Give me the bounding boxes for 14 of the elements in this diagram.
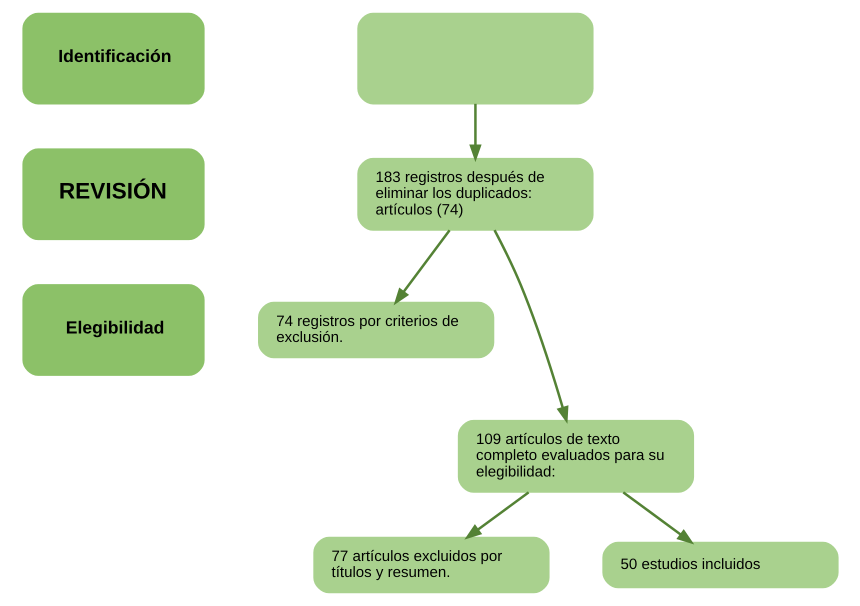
arrow [468,104,482,162]
node-box: 50 estudios incluidos [602,542,838,588]
node-box [356,12,594,104]
node-box: 77 artículos excluidos por títulos y resumen. [312,536,550,594]
node-box: 74 registros por criterios de exclusión. [258,302,494,358]
node-box: REVISIÓN [22,148,204,240]
node-box: Identificación [22,12,204,104]
arrow [492,230,568,424]
node-box: Elegibilidad [22,284,204,376]
arrow [464,491,529,540]
node-box: 109 artículos de texto completo evaluados para su elegibilidad: [457,420,694,493]
arrow [393,229,450,306]
node-box: 183 registros después de eliminar los duplicados: artículos (74) [356,158,594,231]
arrow [622,491,694,544]
